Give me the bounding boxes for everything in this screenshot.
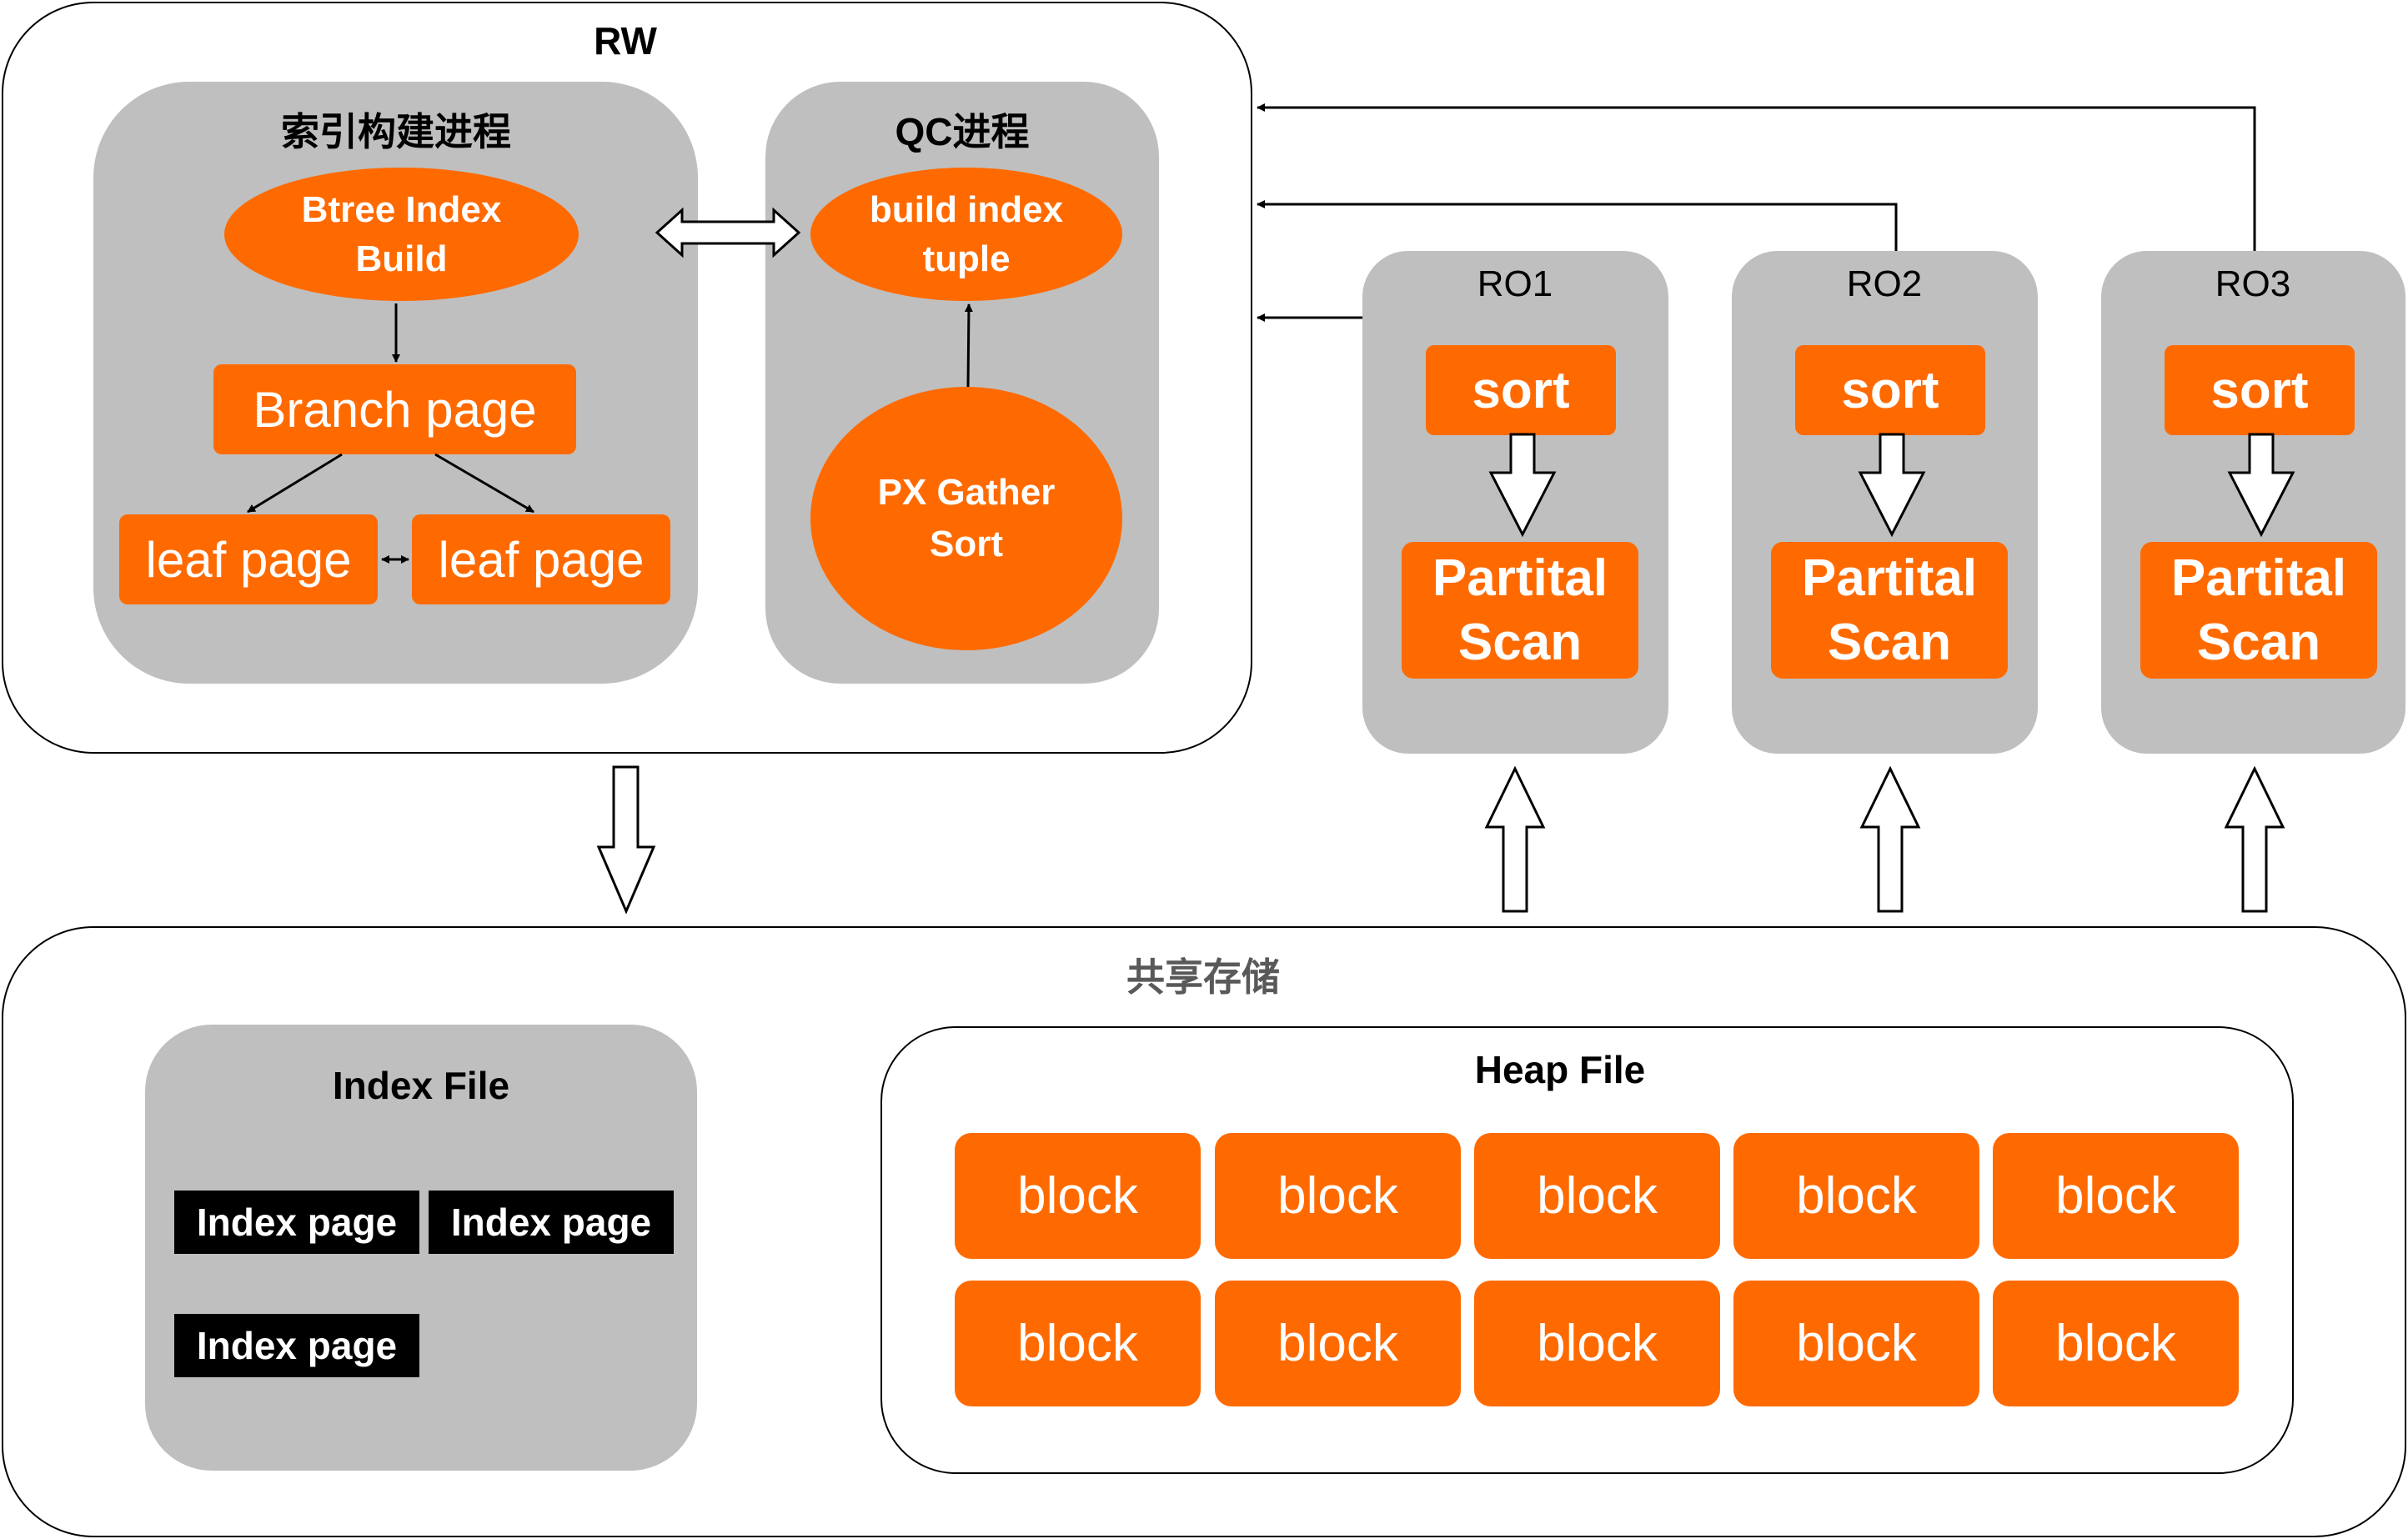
heap-block: block [1474,1281,1720,1406]
heap-block: block [955,1133,1201,1259]
ro3-sort-node: sort [2165,345,2355,435]
heap-block: block [1993,1281,2239,1406]
heap-block-label: block [1277,1315,1398,1372]
ro2-title: RO2 [1846,263,1923,304]
ro1-partial-scan-node: Partital Scan [1402,542,1638,679]
btree-index-build-node: Btree Index Build [224,168,579,301]
heap-block-label: block [1537,1167,1658,1225]
heap-block: block [1474,1133,1720,1259]
ro2-to-rw-arrow [1257,200,1898,251]
ro3-title: RO3 [2215,263,2291,304]
heap-block-label: block [2055,1315,2176,1372]
ro2-sort-label: sort [1841,361,1939,419]
build-index-tuple-node: build index tuple [810,168,1122,301]
build-index-tuple-label: build index tuple [869,188,1064,279]
heap-block-label: block [1537,1315,1658,1372]
heap-file-title: Heap File [1474,1048,1646,1091]
heap-block-label: block [1017,1315,1138,1372]
ro2-partial-scan-node: Partital Scan [1771,542,2008,679]
storage-to-ro3-arrow [2224,765,2285,913]
ro1-sort-node: sort [1426,345,1616,435]
storage-to-ro1-arrow [1484,765,1546,913]
index-page-1-label: Index page [196,1201,398,1244]
qc-title: QC进程 [895,110,1030,153]
index-page-1: Index page [174,1191,419,1254]
heap-block: block [955,1281,1201,1406]
index-build-title: 索引构建进程 [281,110,511,153]
branch-page-label: Branch page [253,381,537,438]
heap-block-label: block [1796,1167,1917,1225]
index-page-3: Index page [174,1314,419,1377]
index-page-3-label: Index page [196,1324,398,1367]
leaf-page-left-node: leaf page [119,514,378,604]
leaf-page-right-node: leaf page [412,514,670,604]
heap-block: block [1733,1133,1979,1259]
heap-block: block [1993,1133,2239,1259]
ro3-sort-label: sort [2210,361,2309,419]
index-page-2-label: Index page [450,1201,652,1244]
index-file-title: Index File [332,1064,510,1107]
rw-to-storage-arrow [596,765,656,915]
heap-block: block [1215,1281,1461,1406]
ro3-partial-scan-node: Partital Scan [2140,542,2377,679]
heap-block: block [1733,1281,1979,1406]
index-page-2: Index page [429,1191,674,1254]
ro1-title: RO1 [1477,263,1553,304]
ro2-sort-node: sort [1795,345,1985,435]
storage-to-ro2-arrow [1859,765,1921,913]
heap-block-label: block [1017,1167,1138,1225]
heap-block: block [1215,1133,1461,1259]
px-gather-sort-label: PX Gather Sort [877,472,1056,564]
px-gather-sort-node: PX Gather Sort [810,387,1122,650]
ro3-to-rw-arrow [1257,103,2256,251]
leaf-page-left-label: leaf page [145,531,352,588]
leaf-page-right-label: leaf page [438,531,645,588]
ro1-partial-scan-label: Partital Scan [1432,549,1608,672]
heap-block-label: block [1277,1167,1398,1225]
ro2-partial-scan-label: Partital Scan [1801,549,1978,672]
heap-block-label: block [2055,1167,2176,1225]
rw-title: RW [594,19,657,63]
heap-block-label: block [1796,1315,1917,1372]
shared-storage-title: 共享存储 [1126,955,1280,999]
ro1-sort-label: sort [1472,361,1570,419]
branch-page-node: Branch page [213,364,576,454]
btree-index-build-label: Btree Index Build [301,188,502,279]
ro3-partial-scan-label: Partital Scan [2170,549,2347,672]
